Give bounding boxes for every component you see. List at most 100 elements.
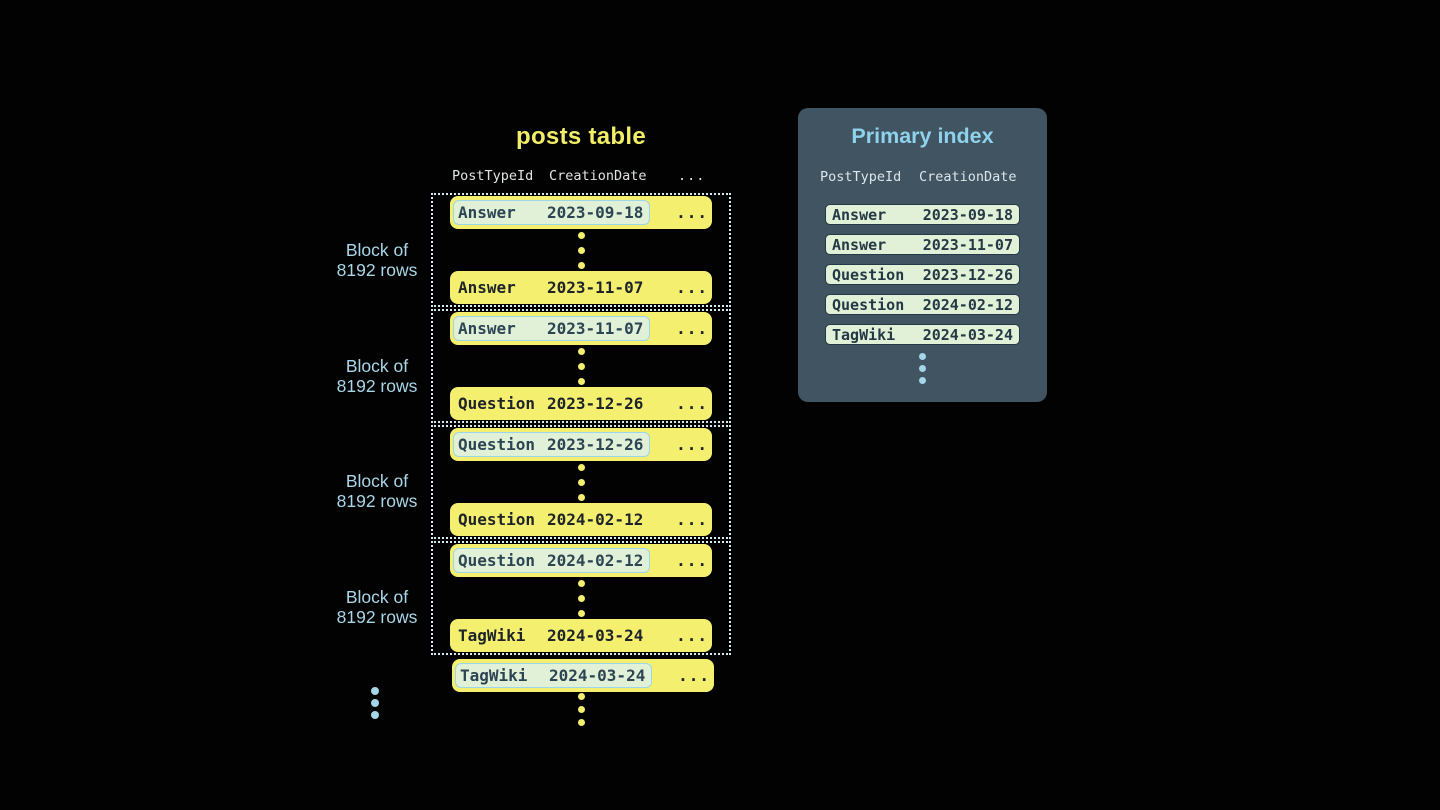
dot xyxy=(577,463,585,471)
dot xyxy=(577,261,585,269)
posts-table-title: posts table xyxy=(516,123,646,150)
cell-posttypeid: Question xyxy=(458,510,536,529)
dot xyxy=(919,365,926,372)
dot xyxy=(577,231,585,239)
table-row-overflow: TagWiki 2024-03-24 ... xyxy=(452,659,714,692)
dot xyxy=(578,693,585,700)
vertical-ellipsis-dots xyxy=(450,345,712,387)
table-row-block2-last: Question 2023-12-26 ... xyxy=(450,387,712,420)
index-row: Question 2023-12-26 xyxy=(825,264,1020,285)
cell-posttypeid: Question xyxy=(832,295,905,314)
cell-ellipsis: ... xyxy=(676,203,708,222)
vertical-ellipsis-dots-bottom xyxy=(578,693,585,726)
cell-posttypeid: Answer xyxy=(832,205,887,224)
index-highlight-box: Question 2024-02-12 xyxy=(453,548,651,573)
cell-creationdate: 2023-12-26 xyxy=(547,394,644,413)
cell-creationdate: 2024-03-24 xyxy=(922,325,1013,344)
primary-index-column-headers: PostTypeId CreationDate xyxy=(798,169,1047,185)
cell-creationdate: 2023-11-07 xyxy=(547,278,644,297)
cell-creationdate: 2024-02-12 xyxy=(922,295,1013,314)
block-label-line1: Block of xyxy=(345,471,409,491)
index-row: Question 2024-02-12 xyxy=(825,294,1020,315)
posts-table-column-headers: PostTypeId CreationDate ... xyxy=(431,168,731,184)
index-highlight-box: Question 2023-12-26 xyxy=(453,432,651,457)
table-row-block4-first: Question 2024-02-12 ... xyxy=(450,544,712,577)
cell-posttypeid: Answer xyxy=(832,235,887,254)
table-row-block3-last: Question 2024-02-12 ... xyxy=(450,503,712,536)
table-row-block1-first: Answer 2023-09-18 ... xyxy=(450,196,712,229)
cell-creationdate: 2023-11-07 xyxy=(547,319,644,338)
column-header-creationdate: CreationDate xyxy=(919,169,1017,185)
cell-posttypeid: TagWiki xyxy=(458,626,526,645)
dot xyxy=(371,699,379,707)
cell-creationdate: 2023-09-18 xyxy=(547,203,644,222)
block-3: Question 2023-12-26 ... Question 2024-02… xyxy=(431,425,731,539)
block-label-line2: 8192 rows xyxy=(336,376,418,396)
cell-ellipsis: ... xyxy=(676,551,708,570)
primary-index-title: Primary index xyxy=(851,124,994,148)
column-header-posttypeid: PostTypeId xyxy=(820,169,902,185)
index-highlight-box: Answer 2023-09-18 xyxy=(453,200,651,225)
cell-ellipsis: ... xyxy=(676,319,708,338)
cell-creationdate: 2024-03-24 xyxy=(547,626,644,645)
index-row: Answer 2023-11-07 xyxy=(825,234,1020,255)
dot xyxy=(578,706,585,713)
cell-creationdate: 2023-11-07 xyxy=(922,235,1013,254)
block-label-1: Block of 8192 rows xyxy=(312,240,442,280)
dot xyxy=(577,579,585,587)
table-row-block2-first: Answer 2023-11-07 ... xyxy=(450,312,712,345)
cell-posttypeid: Question xyxy=(458,551,536,570)
dot xyxy=(371,711,379,719)
primary-index-rows: Answer 2023-09-18 Answer 2023-11-07 Ques… xyxy=(825,204,1020,354)
cell-posttypeid: Answer xyxy=(458,203,516,222)
dot xyxy=(577,609,585,617)
vertical-ellipsis-dots xyxy=(450,577,712,619)
block-1: Answer 2023-09-18 ... Answer 2023-11-07 … xyxy=(431,193,731,307)
dot xyxy=(919,353,926,360)
cell-creationdate: 2023-12-26 xyxy=(547,435,644,454)
block-label-line1: Block of xyxy=(345,587,409,607)
cell-ellipsis: ... xyxy=(676,626,708,645)
cell-creationdate: 2024-02-12 xyxy=(547,510,644,529)
block-label-line1: Block of xyxy=(345,356,409,376)
dot xyxy=(577,246,585,254)
cell-ellipsis: ... xyxy=(676,278,708,297)
dot xyxy=(919,377,926,384)
table-row-block4-last: TagWiki 2024-03-24 ... xyxy=(450,619,712,652)
dot xyxy=(577,478,585,486)
block-label-line2: 8192 rows xyxy=(336,607,418,627)
cell-posttypeid: TagWiki xyxy=(460,666,528,685)
block-label-line1: Block of xyxy=(345,240,409,260)
primary-index-panel: Primary index PostTypeId CreationDate An… xyxy=(798,108,1047,402)
cell-posttypeid: Question xyxy=(832,265,905,284)
index-highlight-box: TagWiki 2024-03-24 xyxy=(455,663,653,688)
column-header-posttypeid: PostTypeId xyxy=(452,168,534,184)
cell-posttypeid: Answer xyxy=(458,319,516,338)
cell-ellipsis: ... xyxy=(676,394,708,413)
block-label-line2: 8192 rows xyxy=(336,260,418,280)
cell-ellipsis: ... xyxy=(676,435,708,454)
dot xyxy=(577,493,585,501)
column-header-creationdate: CreationDate xyxy=(549,168,647,184)
block-label-4: Block of 8192 rows xyxy=(312,587,442,627)
cell-posttypeid: Question xyxy=(458,435,536,454)
index-row: TagWiki 2024-03-24 xyxy=(825,324,1020,345)
cell-creationdate: 2024-03-24 xyxy=(549,666,646,685)
dot xyxy=(371,687,379,695)
block-2: Answer 2023-11-07 ... Question 2023-12-2… xyxy=(431,309,731,423)
vertical-ellipsis-dots xyxy=(450,461,712,503)
vertical-ellipsis-dots-index xyxy=(798,353,1047,384)
posts-table-blocks: Answer 2023-09-18 ... Answer 2023-11-07 … xyxy=(431,193,731,657)
index-highlight-box: Answer 2023-11-07 xyxy=(453,316,651,341)
cell-ellipsis: ... xyxy=(676,510,708,529)
cell-ellipsis: ... xyxy=(678,666,710,685)
index-row: Answer 2023-09-18 xyxy=(825,204,1020,225)
table-row-block3-first: Question 2023-12-26 ... xyxy=(450,428,712,461)
block-4: Question 2024-02-12 ... TagWiki 2024-03-… xyxy=(431,541,731,655)
cell-creationdate: 2024-02-12 xyxy=(547,551,644,570)
block-label-line2: 8192 rows xyxy=(336,491,418,511)
block-label-2: Block of 8192 rows xyxy=(312,356,442,396)
block-label-3: Block of 8192 rows xyxy=(312,471,442,511)
dot xyxy=(577,594,585,602)
